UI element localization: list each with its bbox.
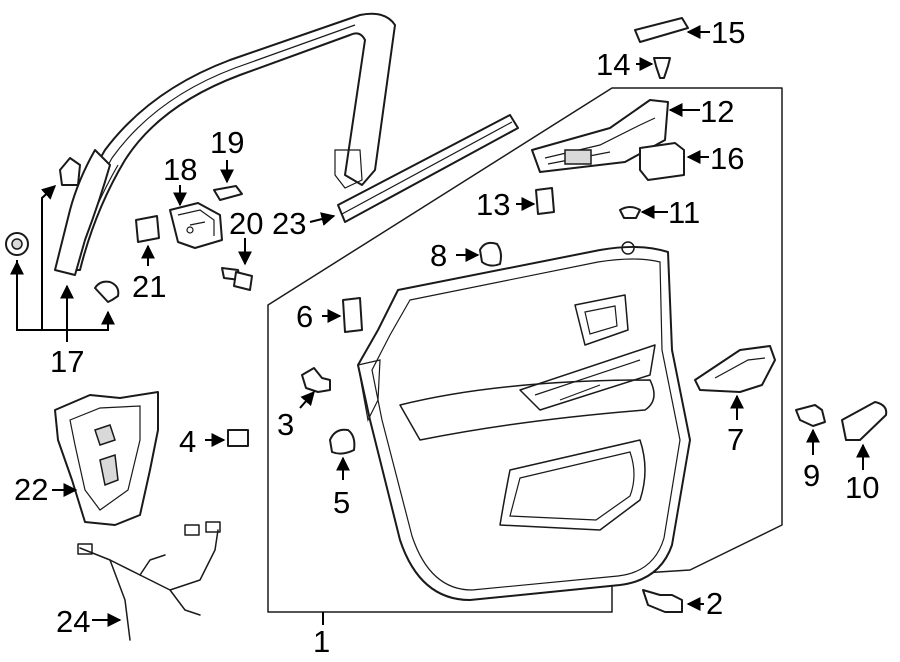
hinge-bracket — [169, 202, 223, 249]
clip-6 — [342, 297, 363, 333]
callout-15: 15 — [711, 15, 745, 50]
cover-10 — [841, 401, 888, 441]
callout-labels: 1 2 3 4 5 6 7 8 9 10 11 12 13 14 15 16 1… — [14, 15, 879, 659]
callout-6: 6 — [296, 299, 313, 334]
callout-1: 1 — [313, 624, 330, 659]
plug-11 — [619, 206, 641, 219]
bezel-15 — [634, 17, 689, 43]
sound-insulator — [54, 391, 159, 526]
push-pin — [94, 280, 120, 303]
foam-pad — [135, 215, 160, 243]
leader-lines — [10, 25, 870, 627]
callout-13: 13 — [476, 187, 510, 222]
callout-9: 9 — [803, 458, 820, 493]
screw-14 — [653, 57, 671, 79]
screw-3 — [301, 367, 331, 393]
washer — [5, 232, 29, 256]
callout-20: 20 — [229, 206, 263, 241]
bolt-2 — [642, 589, 683, 613]
grommet-8 — [479, 241, 502, 267]
nut-4 — [227, 429, 249, 447]
window-switch — [639, 142, 685, 181]
door-trim-panel — [357, 241, 691, 601]
callout-7: 7 — [727, 422, 744, 457]
door-panel-assembly-bracket — [267, 87, 783, 613]
callout-11: 11 — [668, 195, 700, 230]
pillar-applique — [54, 149, 111, 276]
clip-13 — [535, 187, 555, 215]
callout-21: 21 — [132, 269, 166, 304]
callout-24: 24 — [56, 604, 90, 639]
callout-18: 18 — [163, 152, 197, 187]
callout-8: 8 — [430, 238, 447, 273]
callout-22: 22 — [14, 472, 48, 507]
callout-16: 16 — [710, 141, 744, 176]
callout-5: 5 — [333, 485, 350, 520]
callout-23: 23 — [272, 206, 306, 241]
callout-17: 17 — [50, 344, 84, 379]
callout-2: 2 — [706, 586, 723, 621]
callout-12: 12 — [700, 94, 734, 129]
callout-4: 4 — [179, 424, 196, 459]
belt-weatherstrip — [337, 114, 519, 223]
bolt-20 — [221, 267, 253, 291]
wiring-harness — [77, 521, 221, 641]
callout-19: 19 — [210, 125, 244, 160]
callout-3: 3 — [277, 407, 294, 442]
pillar-clip-upper — [59, 157, 81, 186]
armrest-bezel — [531, 99, 669, 173]
retainer-clip — [213, 185, 243, 201]
grommet-5 — [329, 428, 356, 455]
bolt-9 — [795, 404, 826, 427]
callout-10: 10 — [845, 470, 879, 505]
inside-handle — [694, 345, 776, 393]
callout-14: 14 — [596, 47, 630, 82]
